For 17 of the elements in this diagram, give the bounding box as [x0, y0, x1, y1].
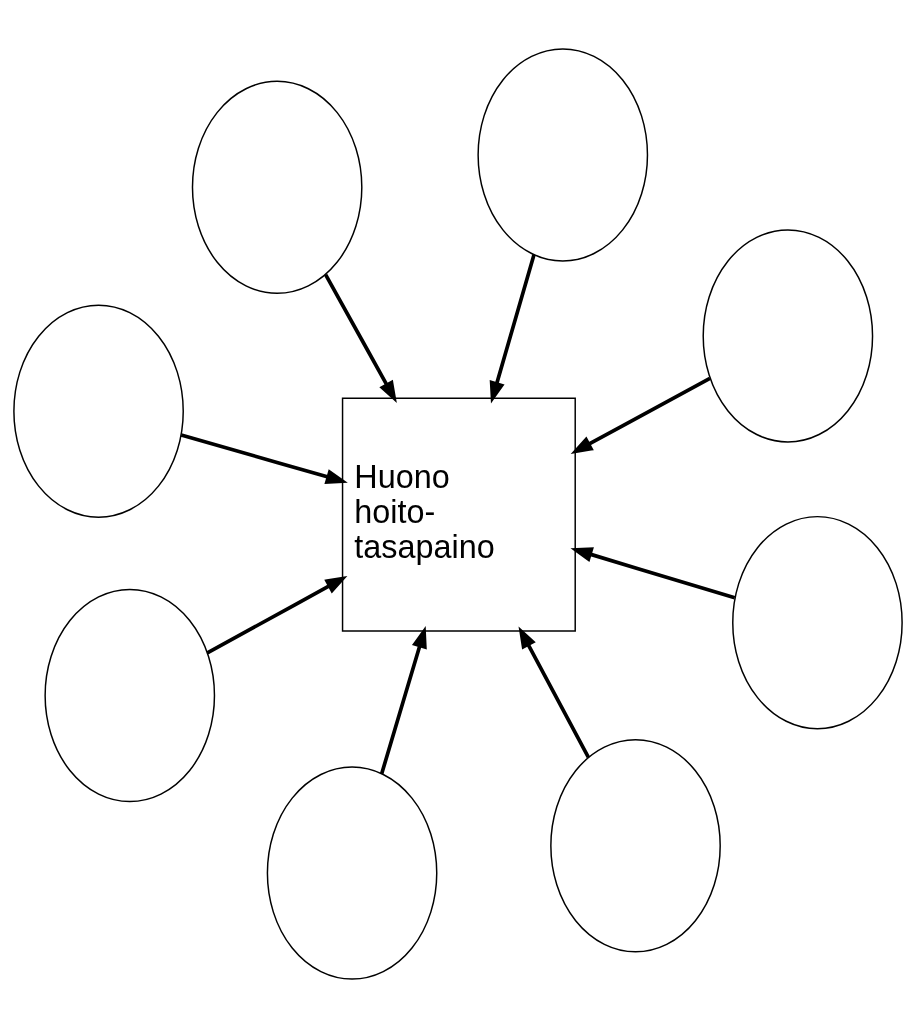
- arrow: [379, 625, 427, 774]
- arrow: [518, 625, 591, 758]
- arrow: [206, 575, 348, 654]
- arrow: [570, 376, 711, 454]
- node-box: Huono hoito- tasapaino: [341, 397, 576, 632]
- node-circle: [702, 228, 874, 443]
- node-circle: [266, 765, 438, 980]
- node-circle: [550, 738, 721, 952]
- node-circle: [191, 80, 363, 294]
- arrow: [489, 253, 536, 403]
- node-circle: [732, 515, 903, 729]
- node-circle: [13, 303, 184, 518]
- arrow: [570, 546, 736, 599]
- arrow: [180, 432, 348, 484]
- node-circle: [44, 588, 216, 802]
- node-circle: [477, 47, 649, 262]
- arrow: [324, 273, 397, 403]
